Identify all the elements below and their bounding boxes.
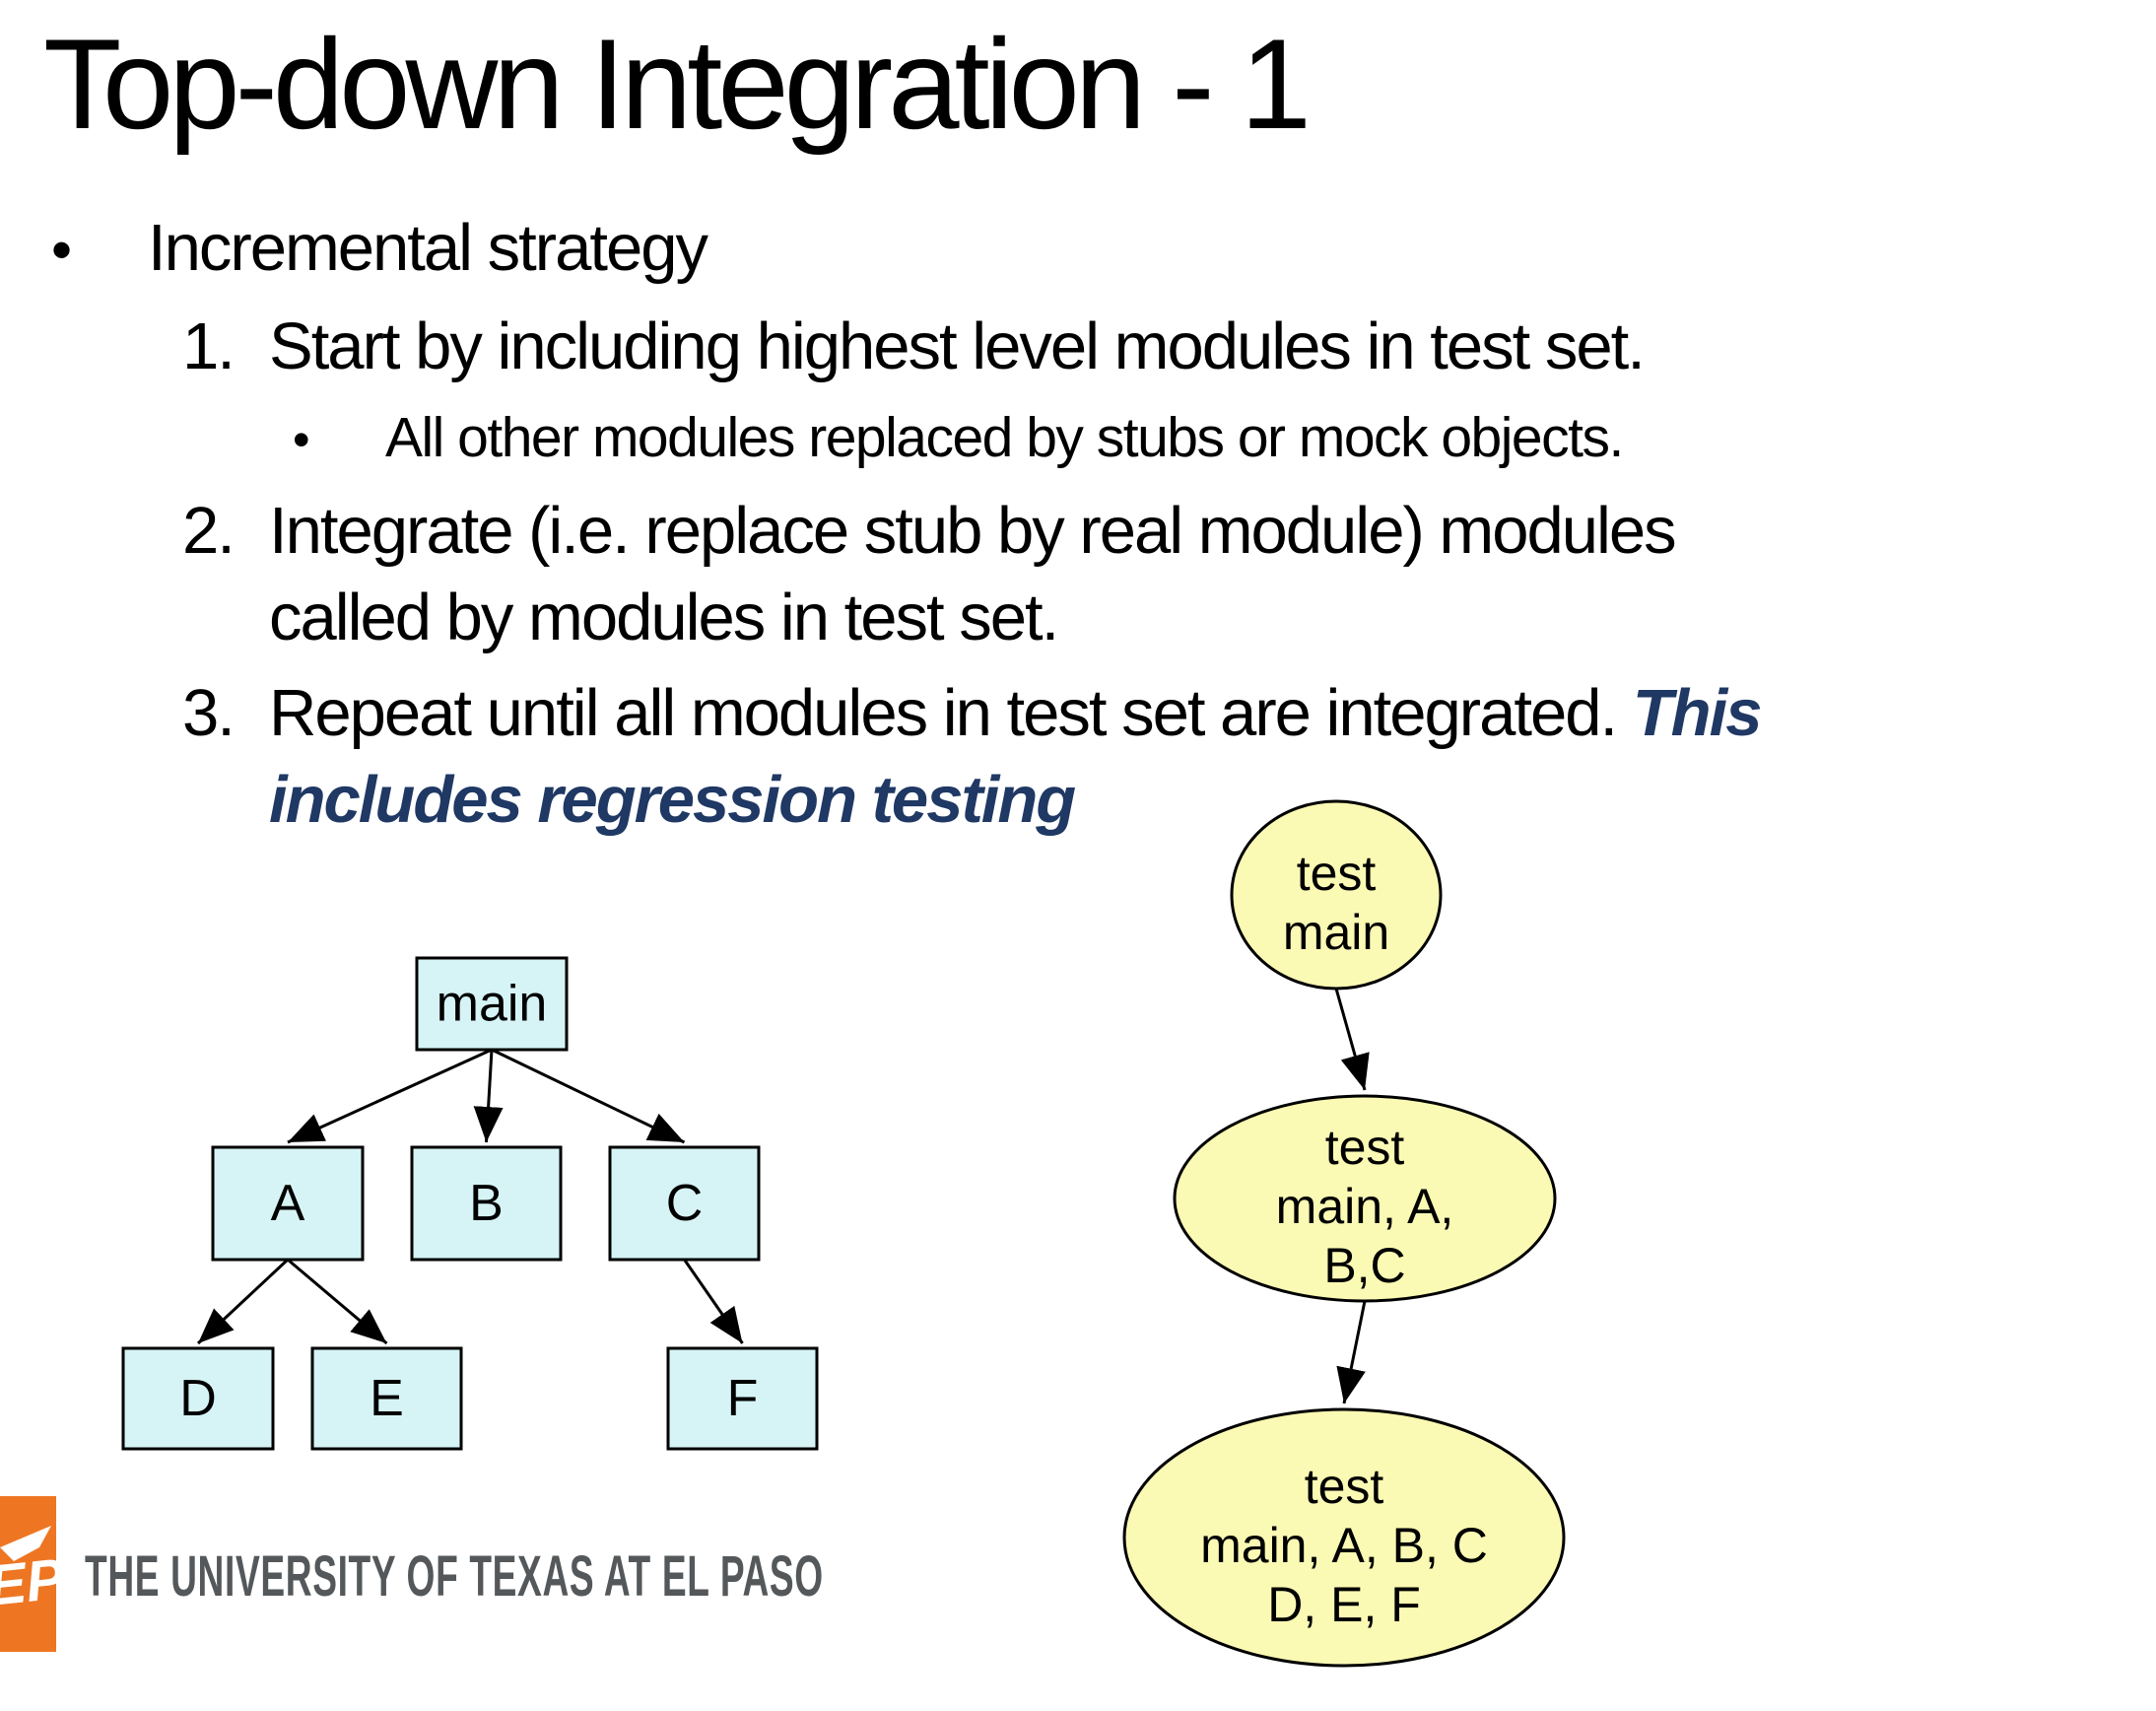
flow-edge-step2-step3	[1336, 1300, 1367, 1404]
item3-highlight-line2: includes regression testing	[269, 763, 1076, 837]
item3-highlight-this: This	[1632, 676, 1763, 750]
tree-edge-C-F	[683, 1259, 744, 1344]
tree-node-label-main: main	[437, 976, 548, 1033]
logo-background	[0, 1496, 56, 1652]
sub-bullet-dot-icon: •	[293, 412, 310, 467]
tree-edge-main-B	[473, 1049, 504, 1143]
tree-node-B	[410, 1145, 563, 1262]
item2-line1: 2. Integrate (i.e. replace stub by real m…	[182, 494, 1677, 568]
logo-letters: EP	[0, 1546, 56, 1618]
item2-line2: called by modules in test set.	[269, 584, 1059, 650]
tree-node-D	[121, 1346, 275, 1451]
sub-bullet-text: All other modules replaced by stubs or m…	[385, 406, 1624, 469]
tree-node-A	[211, 1145, 365, 1262]
bullet-label: Incremental strategy	[148, 211, 708, 285]
tree-node-main	[415, 956, 569, 1052]
logo-pickaxe-shape	[0, 1526, 51, 1561]
tree-edge-main-A	[287, 1048, 493, 1144]
item1-number: 1.	[182, 309, 236, 383]
bullet-dot-icon: •	[51, 217, 72, 283]
item3-line2: includes regression testing	[269, 767, 1076, 833]
item2-text-line1: Integrate (i.e. replace stub by real mod…	[269, 494, 1677, 568]
tree-edge-A-D	[196, 1258, 290, 1345]
bullet-line: •Incremental strategy	[51, 215, 708, 283]
tree-edge-main-C	[491, 1048, 686, 1144]
item1-line1: 1. Start by including highest level modul…	[182, 309, 1646, 383]
tree-node-label-F: F	[727, 1370, 759, 1427]
tree-node-label-C: C	[666, 1175, 704, 1232]
item3-line1: 3. Repeat until all modules in test set a…	[182, 676, 1762, 750]
flow-node-step2	[1173, 1094, 1557, 1303]
tree-node-label-E: E	[370, 1370, 404, 1427]
flow-edge-step1-step2	[1334, 988, 1370, 1091]
tree-node-F	[666, 1346, 819, 1451]
sub-bullet-line: •All other modules replaced by stubs or …	[293, 410, 1624, 467]
item1-text: Start by including highest level modules…	[269, 309, 1646, 383]
tree-edge-A-E	[287, 1258, 388, 1345]
item3-number: 3.	[182, 676, 236, 750]
flow-node-step3	[1122, 1407, 1566, 1668]
item2-text-line2: called by modules in test set.	[269, 581, 1059, 654]
university-name: THE UNIVERSITY OF TEXAS AT EL PASO	[85, 1544, 824, 1608]
tree-node-C	[608, 1145, 761, 1262]
tree-node-E	[310, 1346, 463, 1451]
flow-node-step1	[1230, 799, 1443, 991]
tree-node-label-B: B	[469, 1175, 504, 1232]
utep-logo: EP	[0, 1496, 56, 1652]
item3-text-line1: Repeat until all modules in test set are…	[269, 676, 1633, 750]
tree-node-label-D: D	[179, 1370, 217, 1427]
page-title: Top-down Integration - 1	[43, 12, 1312, 156]
item2-number: 2.	[182, 494, 236, 568]
tree-node-label-A: A	[271, 1175, 305, 1232]
